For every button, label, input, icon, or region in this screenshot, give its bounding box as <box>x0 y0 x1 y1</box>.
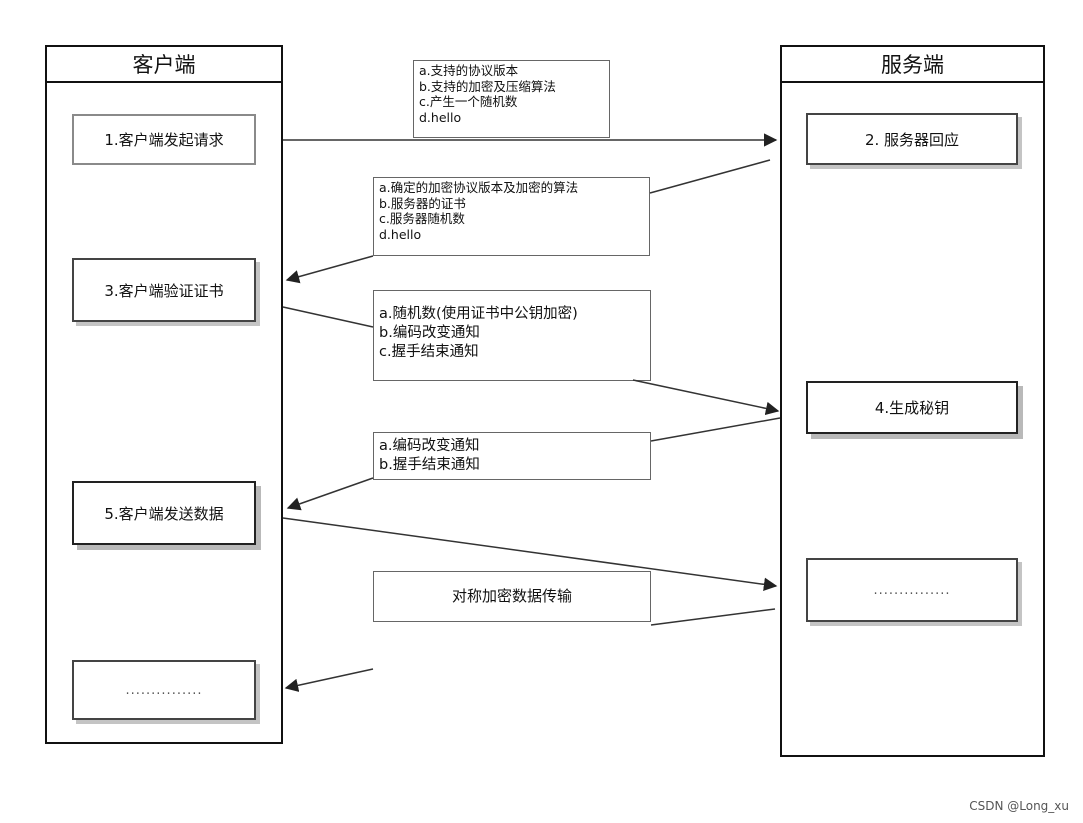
arrow-send-data <box>282 517 778 592</box>
arrow-client-key-a <box>282 306 374 328</box>
client-step-1-label: 1.客户端发起请求 <box>104 131 224 149</box>
client-hello-line: c.产生一个随机数 <box>419 94 518 110</box>
data-transfer-note: 对称加密数据传输 <box>373 571 651 622</box>
client-key-line: a.随机数(使用证书中公钥加密) <box>379 306 578 322</box>
arrow-server-hello-b <box>285 255 374 284</box>
server-hello-line: a.确定的加密协议版本及加密的算法 <box>379 180 579 195</box>
server-step-2-box: 2. 服务器回应 <box>806 113 1018 165</box>
client-hello-line: d.hello <box>419 109 462 125</box>
server-step-4-label: 4.生成秘钥 <box>874 399 950 417</box>
server-more-label: ............... <box>873 582 951 598</box>
client-step-3-box: 3.客户端验证证书 <box>72 258 256 322</box>
server-hello-line: c.服务器随机数 <box>379 211 465 227</box>
server-step-2-label: 2. 服务器回应 <box>864 130 960 149</box>
server-hello-note: a.确定的加密协议版本及加密的算法 b.服务器的证书 c.服务器随机数 d.he… <box>373 177 650 256</box>
client-more-box: ............... <box>72 660 256 720</box>
arrow-server-finish-b <box>286 477 374 511</box>
arrow-server-finish-a <box>650 417 781 442</box>
arrow-server-data-b <box>284 668 374 693</box>
arrow-server-data-a <box>650 608 776 626</box>
client-step-5-label: 5.客户端发送数据 <box>104 504 224 523</box>
watermark: CSDN @Long_xu <box>969 799 1069 813</box>
client-key-note: a.随机数(使用证书中公钥加密) b.编码改变通知 c.握手结束通知 <box>373 290 651 381</box>
client-key-line: c.握手结束通知 <box>379 343 479 360</box>
client-lane-title: 客户端 <box>47 47 281 83</box>
server-finish-line: b.握手结束通知 <box>379 456 480 473</box>
client-hello-line: a.支持的协议版本 <box>419 63 519 78</box>
server-step-4-box: 4.生成秘钥 <box>806 381 1018 434</box>
server-more-box: ............... <box>806 558 1018 622</box>
data-transfer-label: 对称加密数据传输 <box>451 587 572 606</box>
client-more-label: ............... <box>125 682 203 698</box>
server-finish-note: a.编码改变通知 b.握手结束通知 <box>373 432 651 480</box>
client-hello-line: b.支持的加密及压缩算法 <box>419 78 556 94</box>
server-hello-line: b.服务器的证书 <box>379 195 466 211</box>
client-key-line: b.编码改变通知 <box>379 324 480 341</box>
client-step-3-label: 3.客户端验证证书 <box>104 281 224 300</box>
client-step-5-box: 5.客户端发送数据 <box>72 481 256 545</box>
server-hello-line: d.hello <box>379 226 422 242</box>
arrow-client-key-b <box>632 379 780 416</box>
client-hello-note: a.支持的协议版本 b.支持的加密及压缩算法 c.产生一个随机数 d.hello <box>413 60 610 138</box>
arrow-server-hello-a <box>649 159 771 194</box>
client-step-1-box: 1.客户端发起请求 <box>72 114 256 165</box>
server-lane-title: 服务端 <box>782 47 1043 83</box>
server-finish-line: a.编码改变通知 <box>379 438 480 454</box>
